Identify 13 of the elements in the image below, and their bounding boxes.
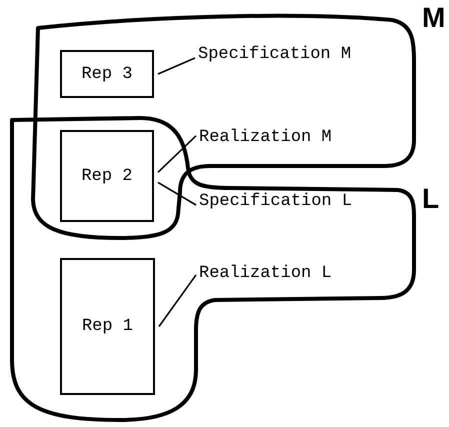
region-letter: M bbox=[422, 4, 446, 32]
region-letter: L bbox=[422, 185, 440, 213]
leader-line bbox=[158, 57, 196, 75]
representation-box: Rep 2 bbox=[60, 130, 154, 222]
leader-line bbox=[158, 274, 197, 327]
leader-line bbox=[157, 135, 197, 173]
callout-label: Specification L bbox=[199, 192, 352, 218]
callout-label: Specification M bbox=[198, 45, 352, 71]
callout-label: Realization M bbox=[199, 128, 332, 154]
leader-line bbox=[158, 182, 196, 206]
representation-box: Rep 1 bbox=[60, 258, 155, 395]
callout-label: Realization L bbox=[199, 264, 332, 290]
representation-box: Rep 3 bbox=[60, 50, 154, 98]
